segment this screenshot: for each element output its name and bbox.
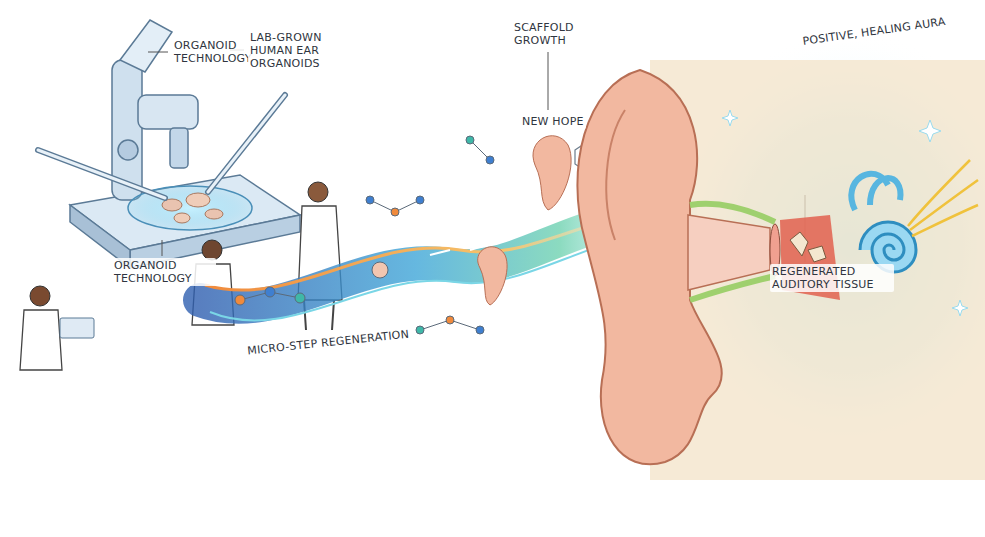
atom	[476, 326, 484, 334]
sparkles	[722, 110, 968, 316]
callout-label: SCAFFOLD GROWTH	[512, 20, 596, 48]
atom	[416, 326, 424, 334]
organoid	[205, 209, 223, 219]
microscope-eyepiece	[120, 20, 172, 72]
lab-coat	[20, 310, 62, 370]
scientist-head	[202, 240, 222, 260]
organoid	[174, 213, 190, 223]
tablet	[60, 318, 94, 338]
scientist-head	[30, 286, 50, 306]
molecules	[235, 136, 494, 334]
leader-line	[162, 240, 163, 256]
atom	[486, 156, 494, 164]
pipette-body	[208, 95, 285, 192]
ossicles	[790, 232, 826, 262]
bond	[420, 320, 450, 330]
pipette-body	[38, 150, 165, 198]
atom	[416, 196, 424, 204]
small-ear	[533, 136, 571, 210]
objective-lens	[170, 128, 188, 168]
atom	[295, 293, 305, 303]
callout-label: LAB-GROWN HUMAN EAR ORGANOIDS	[248, 30, 350, 71]
focus-knob	[118, 140, 138, 160]
atom	[366, 196, 374, 204]
pipette	[208, 95, 285, 192]
pipettes	[38, 95, 285, 198]
pinna-fold	[606, 110, 625, 240]
pipette	[38, 150, 165, 198]
semicircular-canals	[851, 174, 900, 210]
leader-line	[148, 52, 168, 53]
atom	[391, 208, 399, 216]
callout-label: NEW HOPE	[520, 114, 586, 129]
auditory-nerve	[908, 160, 978, 236]
organoid	[186, 193, 210, 207]
canal-lining	[690, 204, 775, 300]
scientist-head	[308, 182, 328, 202]
atom	[235, 295, 245, 305]
callout-label: REGENERATED AUDITORY TISSUE	[770, 264, 894, 292]
atom	[466, 136, 474, 144]
callout-label: ORGANOID TECHNOLOGY	[112, 258, 216, 286]
leader-line	[548, 52, 549, 110]
ear-cross-section	[577, 60, 985, 480]
bond	[450, 320, 480, 330]
small-ear	[478, 247, 507, 305]
atom	[446, 316, 454, 324]
microscope-head	[138, 95, 198, 129]
organoid-cell	[372, 262, 388, 278]
atom	[265, 287, 275, 297]
callout-label: MICRO-STEP REGENERATION	[245, 326, 412, 358]
